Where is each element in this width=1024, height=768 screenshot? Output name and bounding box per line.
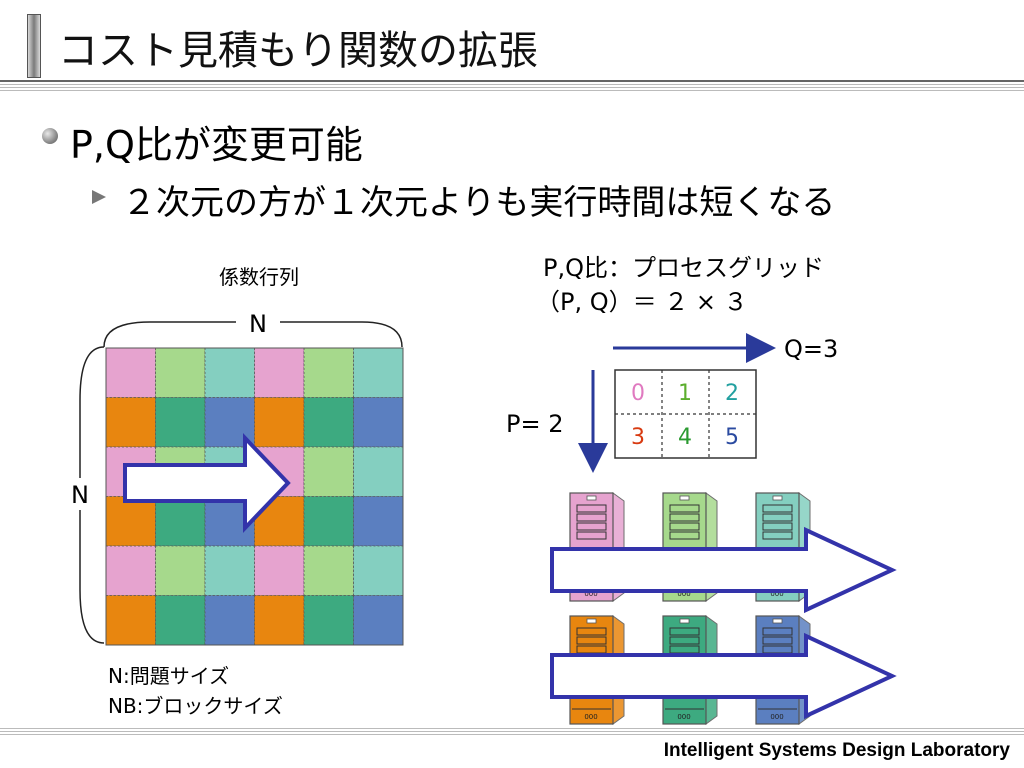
matrix-block: [353, 496, 404, 547]
matrix-block: [204, 595, 255, 646]
matrix-block: [254, 347, 305, 398]
legend-n: N:問題サイズ: [108, 664, 229, 688]
process-id-label: 3: [631, 425, 645, 450]
matrix-block: [254, 545, 305, 596]
matrix-block: [204, 545, 255, 596]
footer-lab-name: Intelligent Systems Design Laboratory: [663, 740, 1010, 761]
row1-broadcast-arrow: [550, 526, 897, 614]
matrix-block: [254, 397, 305, 448]
matrix-block: [105, 397, 156, 448]
matrix-block: [105, 595, 156, 646]
row-direction-arrow: [123, 433, 291, 533]
matrix-block: [303, 397, 354, 448]
matrix-block: [155, 545, 206, 596]
n-left-label: N: [71, 481, 89, 509]
matrix-block: [353, 446, 404, 497]
matrix-block: [353, 397, 404, 448]
matrix-block: [353, 595, 404, 646]
matrix-block: [155, 595, 206, 646]
bullet-pq-ratio: P,Q比が変更可能: [70, 123, 363, 167]
n-left-brace: [79, 346, 105, 644]
process-id-label: 5: [725, 425, 739, 450]
matrix-block: [303, 446, 354, 497]
process-grid-labels: 0 1 2 3 4 5: [631, 381, 739, 450]
matrix-block: [155, 397, 206, 448]
server-label: 000: [584, 590, 597, 598]
p-label: P= 2: [506, 410, 563, 438]
matrix-block: [155, 347, 206, 398]
process-id-label: 2: [725, 381, 739, 406]
server-label: 000: [770, 590, 783, 598]
server-label: 000: [677, 590, 690, 598]
matrix-block: [303, 545, 354, 596]
matrix-caption: 係数行列: [219, 265, 299, 289]
pq-ratio-caption: P,Q比：プロセスグリッド: [543, 254, 824, 282]
matrix-block: [303, 496, 354, 547]
sub-bullet-2d-faster: ２次元の方が１次元よりも実行時間は短くなる: [122, 183, 836, 223]
matrix-block: [204, 347, 255, 398]
matrix-block: [254, 595, 305, 646]
matrix-grid: [105, 347, 404, 646]
title-accent-bar: [27, 14, 41, 78]
pq-value: （P, Q）＝ ２ × ３: [536, 288, 748, 316]
matrix-block: [105, 496, 156, 547]
matrix-block: [353, 347, 404, 398]
matrix-block: [303, 595, 354, 646]
matrix-block: [105, 545, 156, 596]
n-top-label: N: [249, 310, 267, 338]
process-id-label: 0: [631, 381, 645, 406]
matrix-block: [105, 347, 156, 398]
matrix-block: [303, 347, 354, 398]
server-label: 000: [677, 713, 690, 721]
q-label: Q=3: [784, 335, 838, 363]
slide-title: コスト見積もり関数の拡張: [58, 28, 538, 74]
matrix-block: [353, 545, 404, 596]
server-label: 000: [770, 713, 783, 721]
sub-bullet-arrow-icon: [92, 190, 106, 204]
footer-rule-stripes: [0, 728, 1024, 735]
legend-nb: NB:ブロックサイズ: [108, 694, 283, 718]
bullet-dot: [42, 128, 58, 144]
process-id-label: 4: [678, 425, 692, 450]
server-label: 000: [584, 713, 597, 721]
title-rule-stripes: [0, 84, 1024, 92]
process-id-label: 1: [678, 381, 692, 406]
matrix-block: [155, 496, 206, 547]
process-grid-table: [614, 369, 757, 459]
title-rule: [0, 80, 1024, 82]
matrix-border: [105, 347, 404, 646]
row2-broadcast-arrow: [550, 632, 897, 720]
n-top-brace: [103, 321, 403, 348]
